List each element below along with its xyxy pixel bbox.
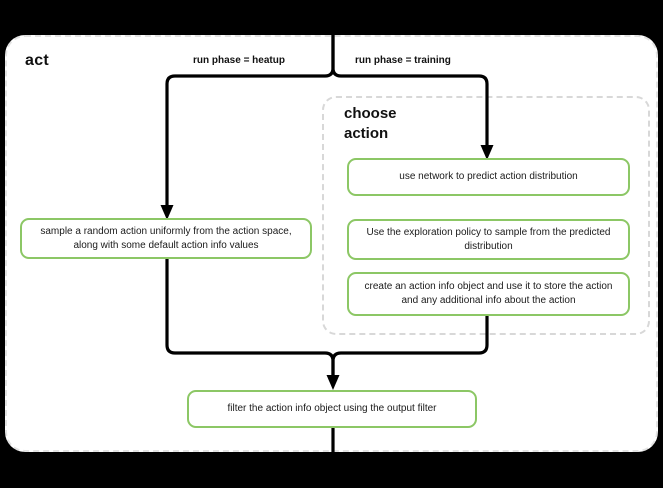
choose-action-title-line2: action [344, 125, 389, 142]
node-filter-action-info[interactable]: filter the action info object using the … [187, 390, 477, 428]
node-use-network-predict[interactable]: use network to predict action distributi… [347, 158, 630, 196]
node-create-action-info[interactable]: create an action info object and use it … [347, 272, 630, 316]
choose-action-title-line1: choose [344, 105, 397, 122]
act-group-title: act [25, 52, 50, 69]
choose-action-group-title: choose action [344, 104, 464, 144]
node-exploration-policy[interactable]: Use the exploration policy to sample fro… [347, 219, 630, 260]
edge-label-heatup: run phase = heatup [193, 55, 285, 66]
edge-label-training: run phase = training [355, 55, 451, 66]
node-sample-random-action[interactable]: sample a random action uniformly from th… [20, 218, 312, 259]
